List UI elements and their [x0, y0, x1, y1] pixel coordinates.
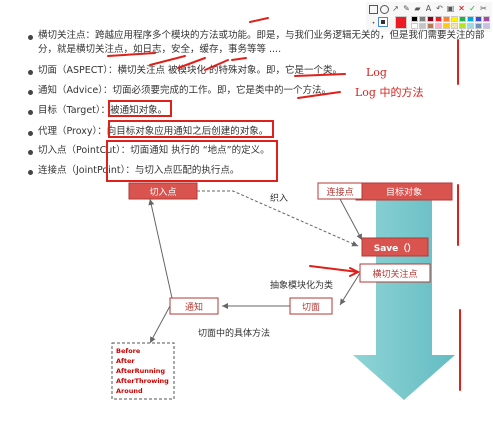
color-swatch[interactable]	[475, 23, 482, 29]
color-swatch[interactable]	[435, 16, 442, 22]
color-swatch[interactable]	[419, 23, 426, 29]
connector-joinpoint	[339, 198, 363, 241]
color-swatch[interactable]	[443, 16, 450, 22]
advice-types-box	[111, 342, 175, 400]
annotation-box-target	[108, 100, 172, 117]
connector-advice-types	[149, 305, 171, 344]
undo-icon[interactable]: ↶	[436, 4, 443, 13]
list-item-joinpoint: 连接点（JointPoint）：与切入点匹配的执行点。	[38, 165, 240, 176]
advice-types-list: Before After AfterRunning AfterThrowing …	[116, 346, 169, 396]
connector-advice-pointcut	[148, 198, 173, 299]
list-item-proxy: 代理（Proxy）：向目标对象应用通知之后创建的对象。	[38, 126, 269, 137]
color-swatch[interactable]	[467, 23, 474, 29]
size-icon[interactable]	[378, 17, 388, 27]
list-item-crosscut-1: 横切关注点：跨越应用程序多个模块的方法或功能。即是，与我们业务逻辑无关的，但是我…	[38, 30, 485, 41]
color-swatch[interactable]	[475, 16, 482, 22]
stroke-underline-6	[294, 73, 346, 77]
stroke-underline-5	[231, 57, 247, 61]
text-icon[interactable]: A	[425, 4, 432, 13]
check-icon[interactable]: ✓	[469, 4, 476, 13]
save-box	[361, 237, 429, 257]
modularize-label: 抽象模块化为类	[270, 281, 334, 291]
list-item-pointcut: 切入点（PointCut）：切面通知 执行的 “地点”的定义。	[38, 145, 270, 156]
color-swatch[interactable]	[435, 23, 442, 29]
save-label: Save（）	[373, 244, 417, 254]
dot-icon[interactable]: •	[371, 20, 376, 27]
marker-icon[interactable]: ▰	[414, 4, 421, 13]
arrow-icon[interactable]: ↗	[392, 4, 399, 13]
stroke-underline-4	[204, 59, 229, 71]
advice-label: 通知	[184, 303, 203, 313]
advice-type-item: AfterThrowing	[116, 377, 169, 385]
crosscut-label: 横切关注点	[372, 270, 418, 280]
bullet-dot	[28, 35, 33, 40]
bullet-dot	[28, 131, 33, 136]
color-swatch[interactable]	[459, 16, 466, 22]
annotation-box-pointcut	[106, 140, 278, 182]
circle-icon[interactable]	[380, 5, 389, 14]
advice-type-item: Around	[116, 387, 143, 395]
stroke-arrow-crosscut	[309, 265, 359, 273]
concrete-methods-label: 切面中的具体方法	[198, 329, 271, 339]
color-swatch[interactable]	[483, 23, 490, 29]
bullet-dot	[28, 170, 33, 175]
stroke-arrowhead	[349, 267, 361, 277]
color-swatch[interactable]	[419, 16, 426, 22]
stroke-underline-7	[297, 91, 341, 99]
advice-type-item: AfterRunning	[116, 367, 165, 375]
annotation-log-method: Log 中的方法	[355, 86, 424, 99]
pin-icon[interactable]: ✂	[480, 4, 487, 13]
stroke-underline-3	[177, 57, 206, 69]
color-swatch[interactable]	[411, 23, 418, 29]
list-item-target: 目标（Target）：被通知对象。	[38, 105, 168, 116]
bullet-dot	[28, 70, 33, 75]
weave-label: 织入	[270, 194, 289, 204]
list-item-aspect: 切面（ASPECT）：横切关注点 被模块化 的特殊对象。即，它是一个类。	[38, 65, 342, 76]
pointcut-label: 切入点	[149, 188, 177, 198]
color-swatch[interactable]	[411, 16, 418, 22]
aspect-label: 切面	[301, 303, 320, 313]
current-color-swatch[interactable]	[395, 16, 407, 29]
color-swatch[interactable]	[443, 23, 450, 29]
color-swatch[interactable]	[451, 16, 458, 22]
annotation-log: Log	[366, 66, 387, 79]
close-icon[interactable]: ✕	[458, 4, 465, 13]
bullet-dot	[28, 110, 33, 115]
annotation-toolbar: ↗ ✎ ▰ A ↶ ▣ ✕ ✓ ✂ •	[366, 2, 492, 32]
advice-type-item: Before	[116, 347, 141, 355]
joinpoint-label: 连接点	[326, 188, 354, 198]
target-object-label: 目标对象	[385, 188, 422, 198]
color-swatch[interactable]	[427, 16, 434, 22]
color-swatch[interactable]	[451, 23, 458, 29]
pen-icon[interactable]: ✎	[403, 4, 410, 13]
bullet-dot	[28, 150, 33, 155]
color-swatch[interactable]	[467, 16, 474, 22]
connector-weave	[197, 190, 359, 247]
bullet-dot	[28, 90, 33, 95]
color-swatch[interactable]	[427, 23, 434, 29]
list-item-advice: 通知（Advice）：切面必须要完成的工作。即，它是类中的一个方法。	[38, 85, 331, 96]
list-item-crosscut-2: 分，就是横切关注点，如日志，安全，缓存，事务等等 ....	[38, 44, 282, 55]
color-swatch[interactable]	[459, 23, 466, 29]
stroke-underline-1	[107, 52, 156, 57]
color-swatch[interactable]	[483, 16, 490, 22]
advice-type-item: After	[116, 357, 135, 365]
save-icon[interactable]: ▣	[446, 4, 455, 13]
stroke-underline-2	[149, 55, 186, 66]
square-icon[interactable]	[369, 5, 378, 14]
stroke-top	[249, 17, 269, 23]
annotation-box-proxy	[108, 120, 274, 138]
target-object-arrow	[353, 200, 455, 400]
connector-crosscut-aspect	[339, 272, 361, 306]
